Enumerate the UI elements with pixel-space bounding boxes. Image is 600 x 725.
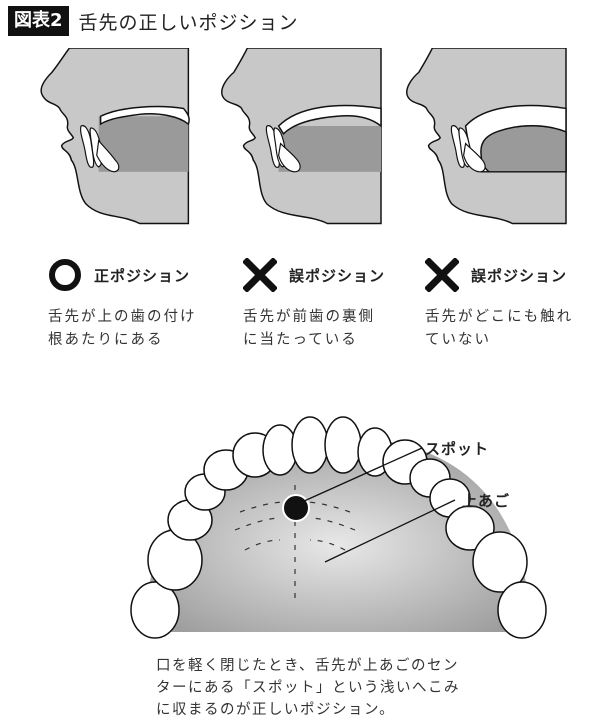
position-description-wrong-1: 舌先が前歯の裏側 に当たっている <box>243 306 413 352</box>
figure-header: 図表2 舌先の正しいポジション <box>8 6 299 36</box>
profile-wrong-position-front-teeth <box>221 48 382 225</box>
description-line: 舌先が前歯の裏側 <box>243 309 375 325</box>
description-line: 根あたりにある <box>48 332 164 348</box>
position-label-text: 正ポジション <box>94 266 191 285</box>
profile-correct-position <box>40 48 190 225</box>
position-label-wrong-1: 誤ポジション <box>243 258 385 292</box>
position-description-correct: 舌先が上の歯の付け 根あたりにある <box>48 306 218 352</box>
description-line: 舌先がどこにも触れ <box>425 309 574 325</box>
position-label-text: 誤ポジション <box>471 266 568 285</box>
position-description-wrong-2: 舌先がどこにも触れ ていない <box>425 306 595 352</box>
cross-icon <box>425 258 459 292</box>
caption-line: ターにある「スポット」という浅いへこみ <box>156 680 460 696</box>
caption-line: 口を軽く閉じたとき、舌先が上あごのセン <box>156 658 459 674</box>
description-line: ていない <box>425 332 491 348</box>
profile-wrong-position-floating <box>406 48 567 225</box>
upper-palate-diagram <box>130 416 547 639</box>
figure-title: 舌先の正しいポジション <box>78 11 299 34</box>
caption: 口を軽く閉じたとき、舌先が上あごのセン ターにある「スポット」という浅いへこみ … <box>156 655 486 721</box>
description-line: に当たっている <box>243 332 358 348</box>
description-line: 舌先が上の歯の付け <box>48 309 197 325</box>
position-label-wrong-2: 誤ポジション <box>425 258 567 292</box>
figure-badge: 図表2 <box>8 6 69 36</box>
caption-line: に収まるのが正しいポジション。 <box>156 702 396 718</box>
callout-spot: スポット <box>425 440 490 458</box>
position-label-text: 誤ポジション <box>289 266 386 285</box>
position-label-correct: 正ポジション <box>48 258 190 292</box>
circle-icon <box>49 259 81 291</box>
callout-upper-palate: 上あご <box>462 492 511 510</box>
cross-icon <box>243 258 277 292</box>
